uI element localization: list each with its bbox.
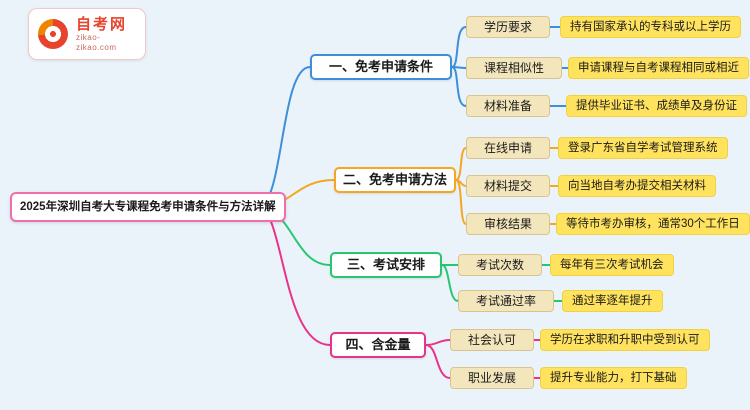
subtopic-education-requirement[interactable]: 学历要求 xyxy=(466,16,550,38)
subtopic-pass-rate[interactable]: 考试通过率 xyxy=(458,290,554,312)
branch-application-method[interactable]: 二、免考申请方法 xyxy=(334,167,456,193)
root-topic[interactable]: 2025年深圳自考大专课程免考申请条件与方法详解 xyxy=(10,192,286,222)
detail-social-recognition[interactable]: 学历在求职和升职中受到认可 xyxy=(540,329,710,351)
subtopic-material-preparation[interactable]: 材料准备 xyxy=(466,95,550,117)
detail-material-submission[interactable]: 向当地自考办提交相关材料 xyxy=(558,175,716,197)
subtopic-online-application[interactable]: 在线申请 xyxy=(466,137,550,159)
logo-text: 自考网 zikao-zikao.com xyxy=(76,16,136,53)
detail-exam-times[interactable]: 每年有三次考试机会 xyxy=(550,254,674,276)
subtopic-course-similarity[interactable]: 课程相似性 xyxy=(466,57,562,79)
logo-icon xyxy=(38,19,68,49)
logo-subtitle: zikao-zikao.com xyxy=(76,32,117,52)
subtopic-social-recognition[interactable]: 社会认可 xyxy=(450,329,534,351)
detail-review-result[interactable]: 等待市考办审核，通常30个工作日 xyxy=(556,213,750,235)
subtopic-material-submission[interactable]: 材料提交 xyxy=(466,175,550,197)
detail-career-development[interactable]: 提升专业能力，打下基础 xyxy=(540,367,687,389)
branch-value[interactable]: 四、含金量 xyxy=(330,332,426,358)
subtopic-review-result[interactable]: 审核结果 xyxy=(466,213,550,235)
detail-material-preparation[interactable]: 提供毕业证书、成绩单及身份证 xyxy=(566,95,747,117)
logo[interactable]: 自考网 zikao-zikao.com xyxy=(28,8,146,60)
branch-exam-schedule[interactable]: 三、考试安排 xyxy=(330,252,442,278)
detail-pass-rate[interactable]: 通过率逐年提升 xyxy=(562,290,663,312)
subtopic-career-development[interactable]: 职业发展 xyxy=(450,367,534,389)
detail-online-application[interactable]: 登录广东省自学考试管理系统 xyxy=(558,137,728,159)
subtopic-exam-times[interactable]: 考试次数 xyxy=(458,254,542,276)
detail-education-requirement[interactable]: 持有国家承认的专科或以上学历 xyxy=(560,16,741,38)
logo-title: 自考网 xyxy=(76,15,128,33)
branch-exemption-conditions[interactable]: 一、免考申请条件 xyxy=(310,54,452,80)
detail-course-similarity[interactable]: 申请课程与自考课程相同或相近 xyxy=(568,57,749,79)
